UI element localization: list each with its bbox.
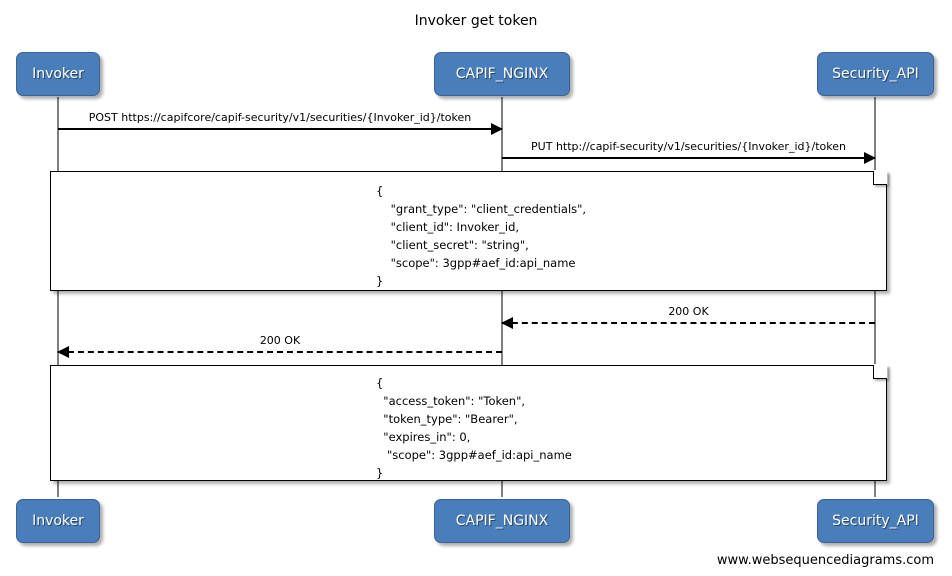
participant-label-security-api-bottom: Security_API — [832, 513, 919, 529]
diagram-title: Invoker get token — [414, 13, 538, 29]
note-fold-corner-icon — [873, 171, 887, 185]
arrowhead-left-icon — [57, 346, 69, 358]
note-fold-corner-icon — [873, 365, 887, 379]
message-line — [58, 351, 502, 353]
lifeline-security-api — [874, 97, 876, 497]
message-label-200-ok-security-api: 200 OK — [668, 305, 709, 318]
lifeline-capif-nginx — [501, 97, 503, 497]
participant-box-security-api-top[interactable]: Security_API — [817, 52, 934, 96]
participant-box-security-api-bottom[interactable]: Security_API — [817, 499, 934, 543]
participant-label-security-api-top: Security_API — [832, 66, 919, 82]
note-response-body: { "access_token": "Token", "token_type":… — [50, 364, 888, 481]
message-line — [502, 157, 875, 159]
participant-box-capif-nginx-bottom[interactable]: CAPIF_NGINX — [434, 499, 570, 543]
arrowhead-right-icon — [864, 152, 876, 164]
participant-label-capif-nginx-top: CAPIF_NGINX — [455, 66, 549, 82]
note-request-body: { "grant_type": "client_credentials", "c… — [50, 170, 888, 291]
participant-label-invoker-bottom: Invoker — [32, 513, 84, 529]
note-request-body-text: { "grant_type": "client_credentials", "c… — [376, 184, 587, 288]
lifeline-invoker — [57, 97, 59, 497]
participant-box-invoker-top[interactable]: Invoker — [16, 52, 100, 96]
participant-box-invoker-bottom[interactable]: Invoker — [16, 499, 100, 543]
participant-box-capif-nginx-top[interactable]: CAPIF_NGINX — [434, 52, 570, 96]
message-label-put-token: PUT http://capif-security/v1/securities/… — [531, 140, 846, 153]
note-response-body-text: { "access_token": "Token", "token_type":… — [376, 376, 572, 480]
participant-label-invoker-top: Invoker — [32, 66, 84, 82]
message-line — [502, 322, 875, 324]
footer-credit: www.websequencediagrams.com — [716, 553, 934, 568]
participant-label-capif-nginx-bottom: CAPIF_NGINX — [455, 513, 549, 529]
message-label-200-ok-invoker: 200 OK — [259, 334, 301, 347]
message-line — [58, 128, 502, 130]
arrowhead-right-icon — [491, 123, 503, 135]
message-label-post-token: POST https://capifcore/capif-security/v1… — [88, 111, 472, 124]
arrowhead-left-icon — [501, 317, 513, 329]
